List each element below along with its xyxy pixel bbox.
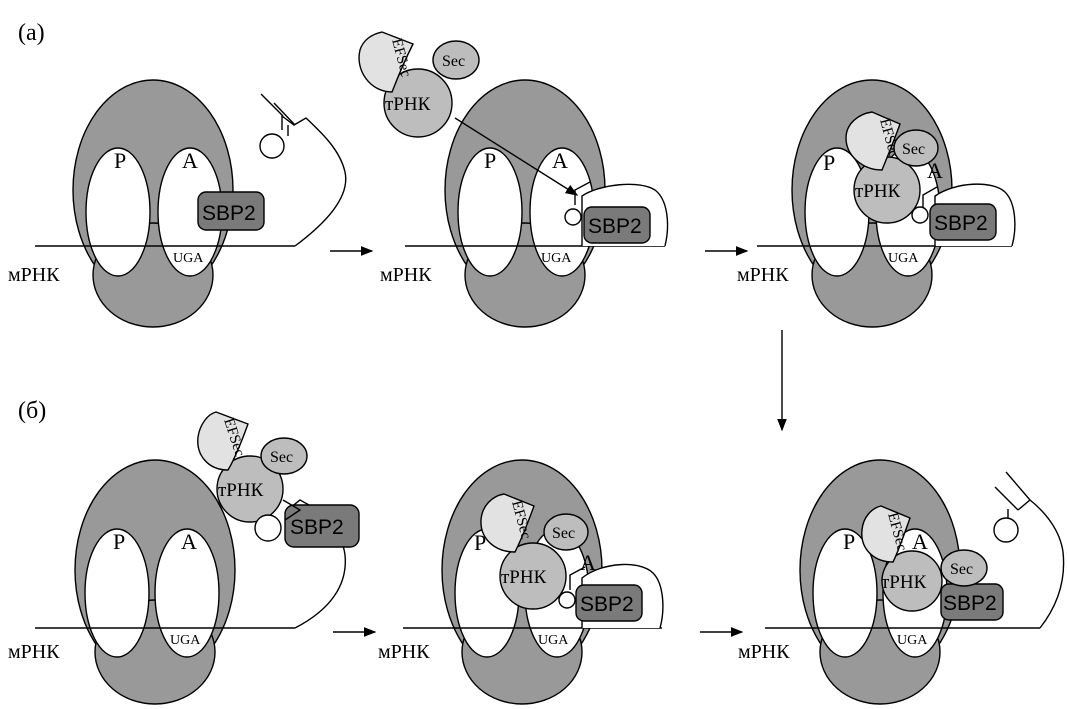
p-site-label: P — [474, 530, 486, 555]
a-site-label: A — [182, 148, 198, 173]
secis-loop-circle — [993, 517, 1019, 543]
binding-arrow — [454, 117, 579, 196]
sbp2-label: SBP2 — [934, 212, 988, 235]
sbp2-label: SBP2 — [943, 592, 997, 615]
sec-label: Sec — [270, 449, 293, 466]
uga-codon-label: UGA — [173, 251, 204, 266]
mrna-label: мРНК — [8, 641, 60, 663]
panel-label-a: (a) — [18, 20, 45, 46]
sbp2-label: SBP2 — [588, 215, 642, 238]
trna-label: тРНК — [218, 480, 264, 501]
secis-loop-circle — [254, 514, 282, 542]
a-site-label: A — [181, 529, 197, 554]
p-site-label: P — [114, 148, 126, 173]
trna-label: тРНК — [855, 181, 901, 202]
sec-aminoacid — [432, 40, 480, 80]
scene-b1: P A мРНК UGA SBP2 тРНК EFSec Sec — [8, 411, 360, 705]
mrna-label: мРНК — [380, 264, 432, 286]
secis-stem — [569, 566, 586, 590]
efsec-protein — [480, 493, 535, 553]
secis-stem — [282, 499, 302, 521]
mrna-label: мРНК — [737, 264, 789, 286]
trna — [216, 455, 284, 523]
p-site-label: P — [113, 529, 125, 554]
a-site-label: A — [552, 148, 568, 173]
secis-stem — [922, 186, 938, 210]
a-site — [154, 528, 220, 658]
scene-a2: P A мРНК UGA SBP2 тРНК EFSec Sec — [358, 31, 669, 328]
sec-aminoacid — [260, 437, 308, 475]
scene-a1: P A мРНК UGA SBP2 — [8, 79, 347, 328]
p-site — [812, 528, 878, 658]
sec-aminoacid — [543, 513, 589, 551]
sec-label: Sec — [552, 525, 575, 542]
p-site — [84, 528, 150, 658]
p-site — [804, 147, 870, 277]
secis-stem-right — [273, 102, 296, 126]
secis-mrna-loop — [1017, 499, 1065, 629]
sec-aminoacid — [893, 129, 939, 167]
secis-loop-circle — [259, 133, 285, 159]
secis-loop-circle — [564, 208, 582, 226]
efsec-protein — [861, 505, 911, 563]
scene-a3: P A мРНК UGA SBP2 тРНК EFSec Sec — [737, 79, 1016, 328]
trna-label: тРНК — [385, 94, 431, 115]
trna — [881, 550, 943, 612]
sec-label: Sec — [442, 53, 465, 70]
secis-loop-circle — [558, 591, 576, 609]
p-site — [457, 147, 523, 277]
secis-loop-circle — [911, 206, 929, 224]
efsec-protein — [197, 411, 249, 471]
secis-stem-left — [994, 486, 1019, 511]
secis-stem-loop — [281, 114, 347, 247]
trna-label: тРНК — [501, 567, 547, 588]
efsec-protein — [358, 31, 414, 93]
sbp2-protein — [583, 206, 651, 244]
uga-codon-label: UGA — [170, 633, 201, 648]
mrna-label: мРНК — [8, 264, 60, 286]
sbp2-protein — [575, 584, 643, 622]
sec-label: Sec — [902, 141, 925, 158]
sec-label: Sec — [950, 561, 973, 578]
trna — [383, 68, 453, 138]
p-site-label: P — [843, 529, 855, 554]
panel-label-b: (б) — [18, 398, 46, 424]
scene-b3: P A мРНК UGA SBP2 тРНК EFSec Sec — [738, 459, 1065, 705]
a-site-label: A — [912, 529, 928, 554]
sbp2-protein — [197, 191, 265, 231]
sec-aminoacid — [940, 549, 988, 587]
mrna-label: мРНК — [378, 641, 430, 663]
uga-codon-label: UGA — [888, 251, 919, 266]
trna — [499, 542, 567, 610]
uga-codon-label: UGA — [538, 633, 569, 648]
sbp2-label: SBP2 — [202, 202, 256, 225]
uga-codon-label: UGA — [541, 251, 572, 266]
a-site-label: A — [927, 158, 943, 183]
sbp2-protein — [284, 504, 360, 548]
sbp2-label: SBP2 — [580, 593, 634, 616]
p-site-label: P — [484, 148, 496, 173]
scene-b2: P A мРНК UGA SBP2 тРНК EFSec Sec — [378, 459, 664, 705]
mrna-label: мРНК — [738, 641, 790, 663]
trna-label: тРНК — [881, 572, 927, 593]
p-site-label: P — [823, 150, 835, 175]
p-site — [85, 147, 151, 277]
a-site-label: A — [580, 550, 596, 575]
sbp2-protein — [929, 203, 997, 241]
efsec-protein — [845, 111, 901, 171]
secis-stem-left — [260, 93, 284, 117]
uga-codon-label: UGA — [897, 633, 928, 648]
secis-stem-right — [1005, 471, 1031, 501]
sbp2-label: SBP2 — [290, 516, 344, 539]
